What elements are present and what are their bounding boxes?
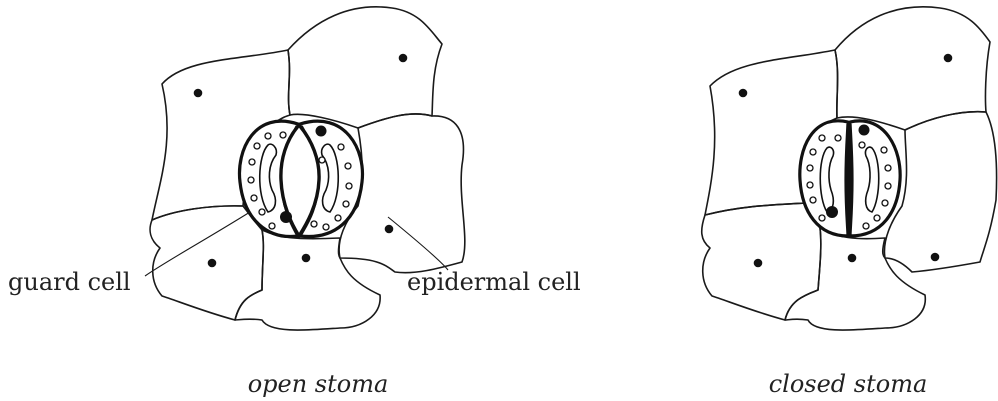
open-stoma-caption: open stoma [248, 370, 389, 398]
open-nucleus-bottom-middle [302, 254, 311, 263]
open-nucleus-bottom-left [208, 259, 217, 268]
closed-nucleus-bottom-left [754, 259, 763, 268]
closed-stoma-diagram: closed stoma [702, 7, 997, 398]
closed-nucleus-bottom-middle [848, 254, 857, 263]
epidermal-cell-leader-line [388, 217, 448, 270]
guard-cell-label: guard cell [8, 268, 131, 296]
closed-epidermal-cell-bottom-middle [785, 228, 925, 330]
open-epidermal-cell-bottom-middle [235, 230, 380, 330]
open-guard-left-nucleus [280, 211, 292, 223]
closed-epidermal-cell-right [884, 112, 996, 272]
open-epidermal-cell-bottom-left [150, 206, 263, 320]
closed-nucleus-top-right [944, 54, 953, 63]
closed-nucleus-top-left [739, 89, 748, 98]
guard-cell-leader-line [145, 212, 250, 276]
open-guard-right-nucleus [316, 126, 327, 137]
open-nucleus-top-right [399, 54, 408, 63]
open-epidermal-cell-top-right [288, 7, 442, 128]
open-guard-cells [239, 121, 362, 236]
open-stoma-diagram: guard cell epidermal cell open stoma [8, 7, 581, 398]
closed-guard-right-nucleus [859, 125, 870, 136]
closed-guard-left-nucleus [826, 206, 838, 218]
closed-guard-cells [800, 121, 900, 236]
open-nucleus-top-left [194, 89, 203, 98]
closed-stoma-caption: closed stoma [769, 370, 928, 398]
epidermal-cell-label: epidermal cell [407, 268, 581, 296]
open-nucleus-right [385, 225, 394, 234]
closed-nucleus-right [931, 253, 940, 262]
